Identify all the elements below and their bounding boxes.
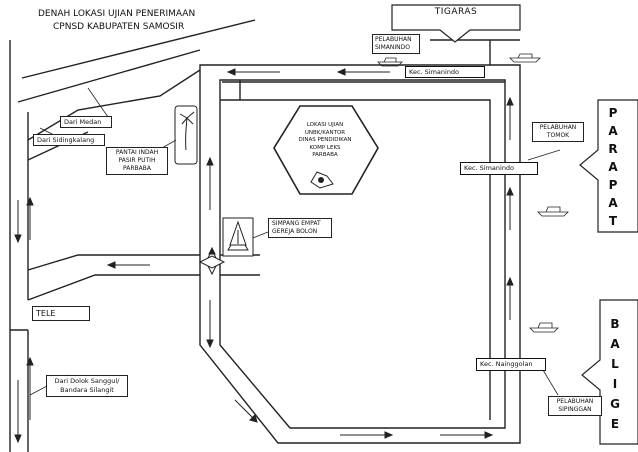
ferry-icon <box>529 322 559 333</box>
title-line-2: CPNSD KABUPATEN SAMOSIR <box>53 22 185 32</box>
compass-icon <box>198 246 226 276</box>
loop-inner <box>219 79 506 429</box>
office-emblem-icon <box>310 171 334 189</box>
inner-road-left <box>220 99 491 420</box>
kec-nainggolan-label: Kec. Nainggolan <box>476 358 546 371</box>
palm-tree-icon <box>179 111 195 151</box>
road-north-diagonal-inner <box>17 49 201 103</box>
loop-outer <box>199 64 521 444</box>
road-west-top <box>27 69 201 141</box>
dari-dolok-label: Dari Dolok Sanggul/Bandara Silangit <box>46 375 128 397</box>
balige-shape <box>581 299 638 445</box>
title-line-1: DENAH LOKASI UJIAN PENERIMAAN <box>38 9 196 19</box>
parapat-shape <box>579 99 638 233</box>
tigaras-label: TIGARAS <box>434 7 478 17</box>
dari-sidingkalang-label: Dari Sidingkalang <box>33 134 105 146</box>
ferry-icon <box>377 57 403 67</box>
ferry-icon <box>537 206 569 217</box>
exam-location-hexagon <box>273 105 379 195</box>
kec-simanindo-right-label: Kec. Simanindo <box>460 162 538 175</box>
road-north-diagonal-outer <box>21 19 256 79</box>
dari-medan-label: Dari Medan <box>60 116 112 128</box>
kec-simanindo-top-label: Kec. Simanindo <box>405 66 485 78</box>
tele-label: TELE <box>32 306 90 321</box>
road-tele-top <box>27 254 200 271</box>
road-tele-bottom <box>27 274 200 301</box>
tigaras-shape <box>391 4 521 43</box>
ferry-icon <box>509 53 541 63</box>
map-title: DENAH LOKASI UJIAN PENERIMAAN CPNSD KABU… <box>38 8 195 34</box>
church-icon <box>227 220 249 251</box>
